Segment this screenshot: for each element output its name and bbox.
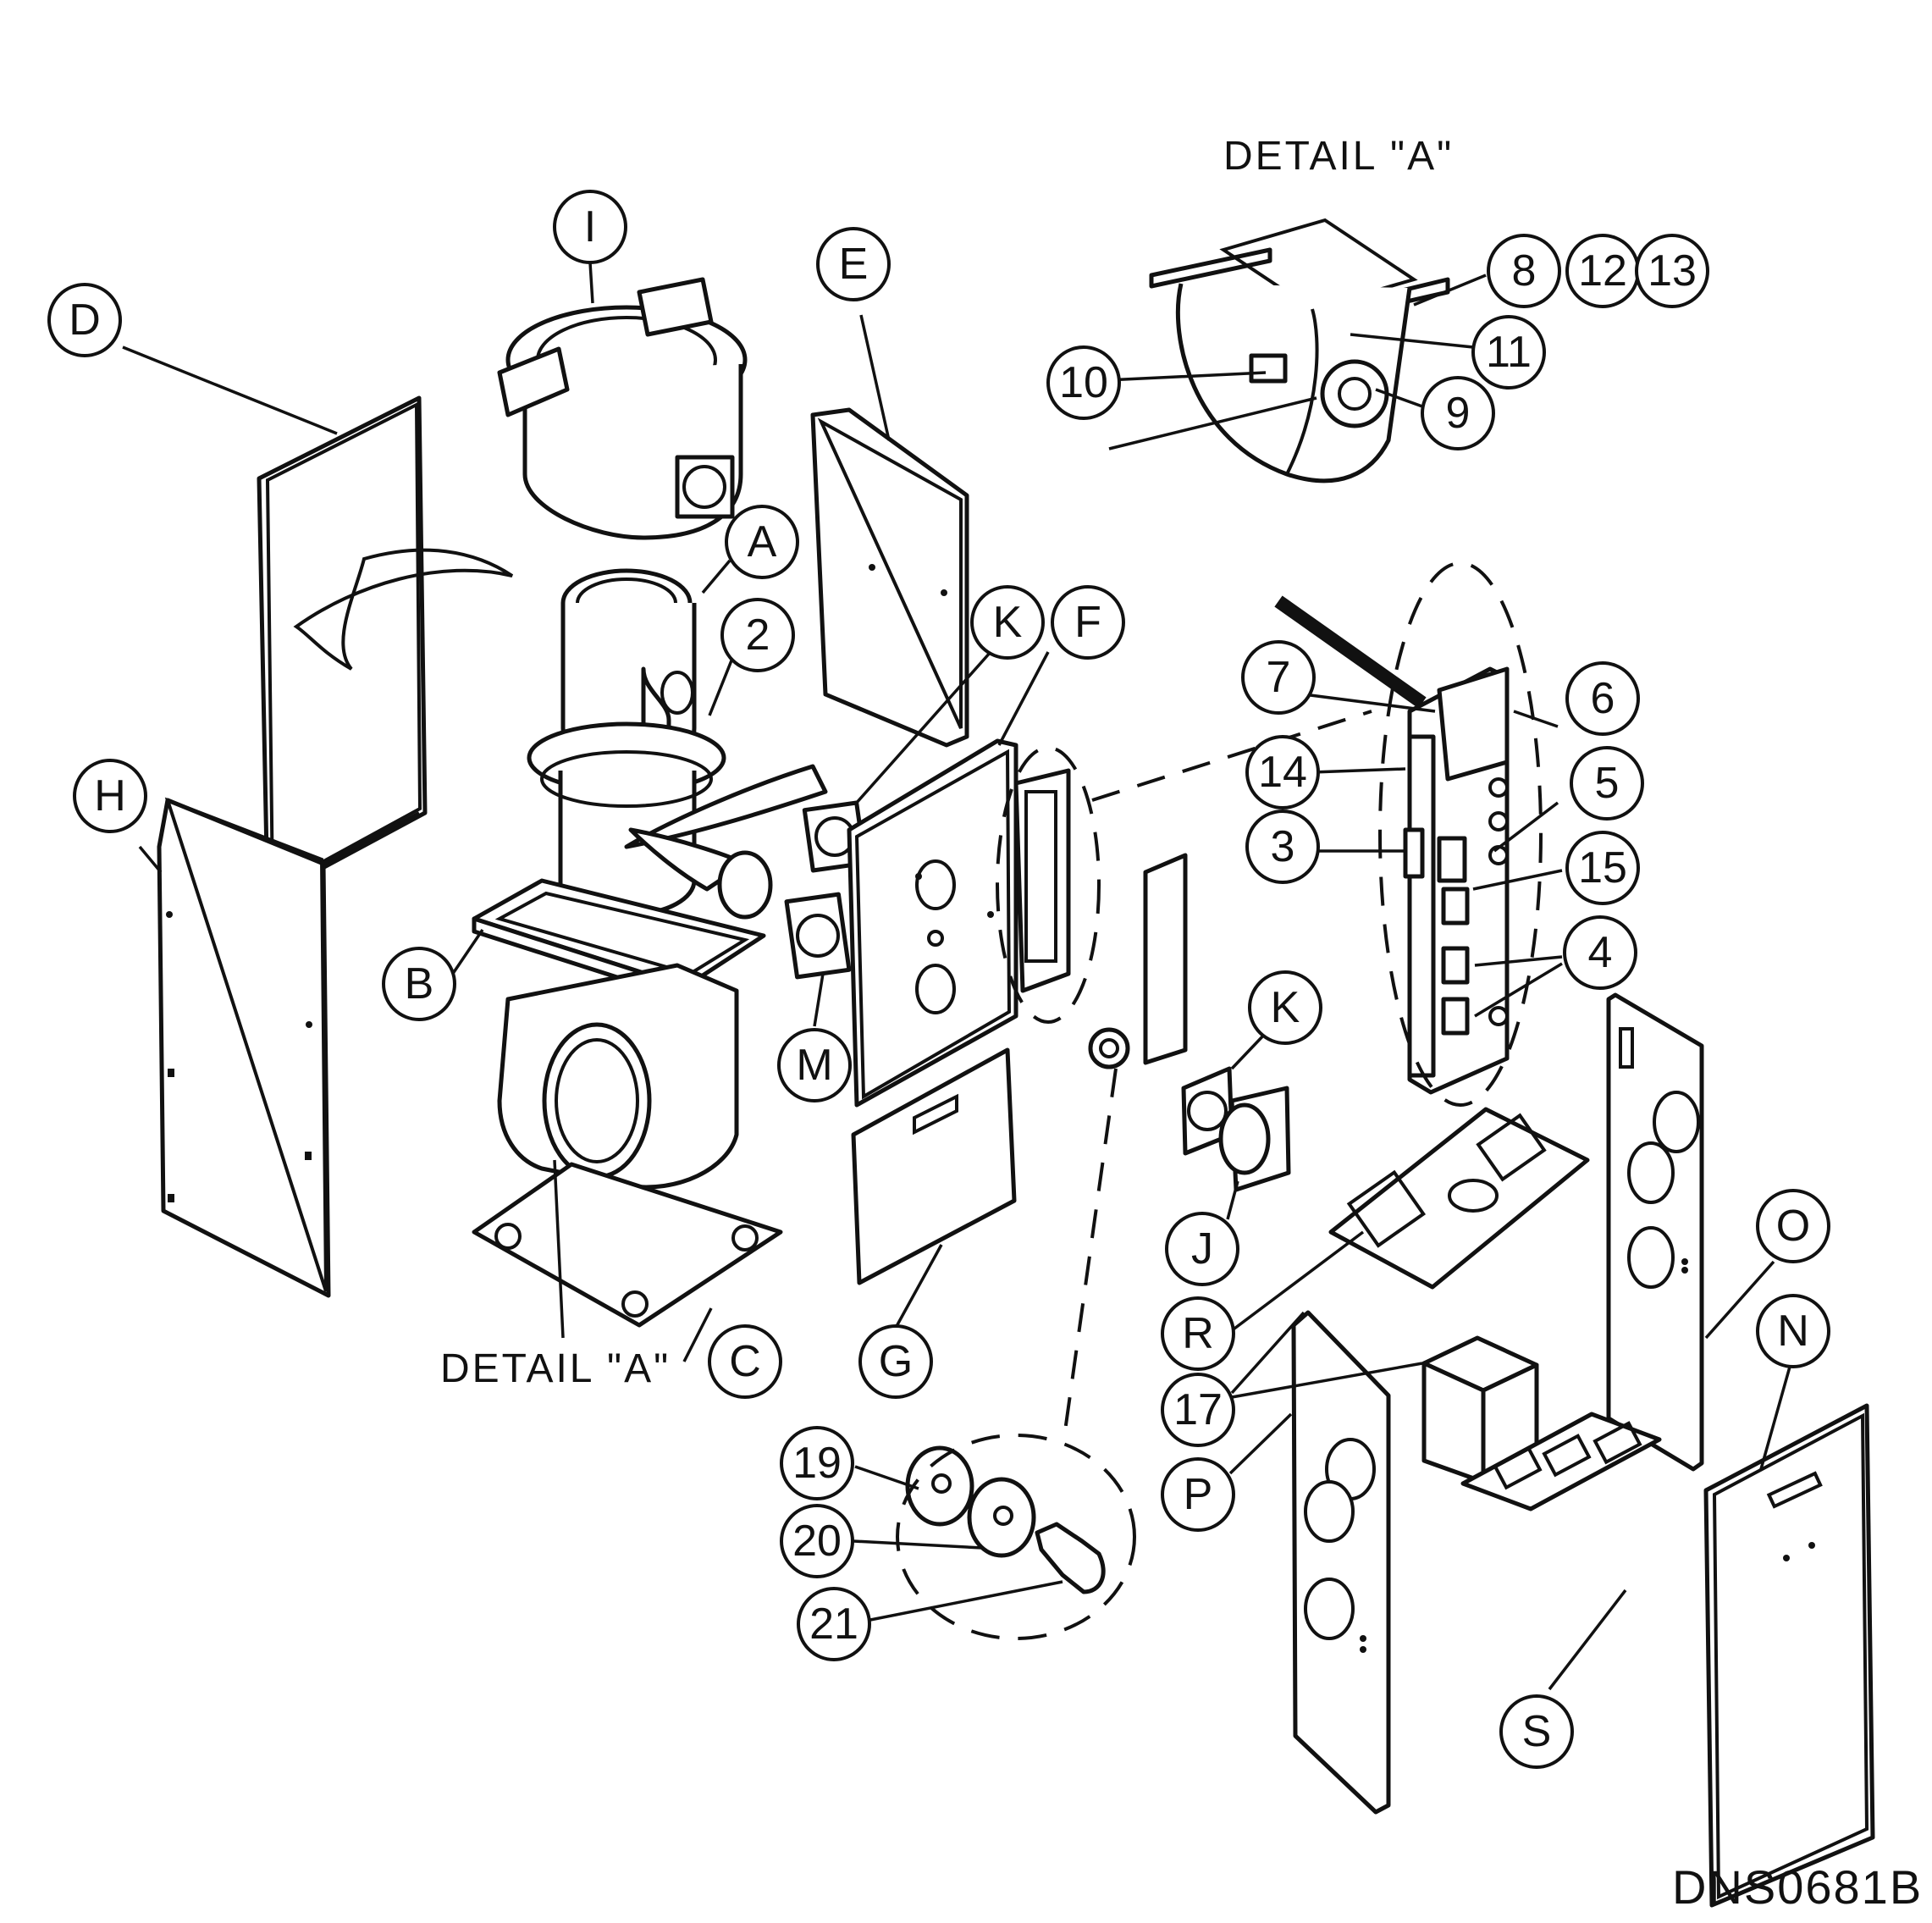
- callout-19: 19: [780, 1426, 854, 1500]
- callout-7: 7: [1241, 640, 1316, 715]
- part-j-flange: [1218, 1086, 1291, 1192]
- callout-17-label: 17: [1173, 1385, 1223, 1434]
- callout-17: 17: [1161, 1373, 1235, 1447]
- callout-j: J: [1165, 1212, 1239, 1286]
- callout-12-label: 12: [1578, 246, 1627, 296]
- control-assembly: [1274, 595, 1510, 1095]
- callout-9-label: 9: [1446, 389, 1471, 438]
- strip-panel: [1143, 853, 1188, 1065]
- callout-13: 13: [1635, 234, 1709, 308]
- panel-g: [851, 1047, 1017, 1285]
- part-c-base: [472, 1162, 783, 1328]
- callout-12: 12: [1565, 234, 1640, 308]
- callout-14: 14: [1245, 735, 1320, 810]
- callout-2: 2: [720, 598, 795, 672]
- detail-a-bottom-caption: DETAIL "A": [440, 1346, 671, 1391]
- callout-f: F: [1051, 585, 1125, 660]
- part-17-box: [1421, 1335, 1539, 1484]
- callout-6: 6: [1565, 661, 1640, 736]
- panel-h: [157, 797, 420, 1298]
- callout-o: O: [1756, 1189, 1830, 1263]
- callout-a: A: [725, 505, 799, 579]
- callout-c-label: C: [729, 1337, 761, 1386]
- callout-4: 4: [1563, 915, 1637, 990]
- callout-9: 9: [1421, 376, 1495, 450]
- callout-8-label: 8: [1512, 246, 1537, 296]
- part-s-grille: [1460, 1412, 1662, 1511]
- callout-d: D: [47, 283, 122, 357]
- callout-m: M: [777, 1028, 852, 1102]
- callout-21-label: 21: [809, 1600, 858, 1649]
- callout-8: 8: [1487, 234, 1561, 308]
- callout-3-label: 3: [1271, 822, 1295, 871]
- callout-21: 21: [797, 1587, 871, 1661]
- callout-10-label: 10: [1059, 358, 1108, 407]
- blower-housing: [497, 963, 739, 1190]
- callout-g: G: [858, 1324, 933, 1399]
- callout-13-label: 13: [1648, 246, 1697, 296]
- callout-k-top: K: [970, 585, 1045, 660]
- callout-b: B: [382, 947, 456, 1021]
- callout-2-label: 2: [746, 611, 770, 660]
- detail-a-top-caption: DETAIL "A": [1223, 134, 1454, 179]
- callout-d-label: D: [69, 296, 101, 345]
- callout-i: I: [553, 190, 627, 264]
- callout-p-label: P: [1184, 1470, 1213, 1519]
- callout-b-label: B: [405, 959, 434, 1008]
- part-i-collar: [497, 277, 748, 540]
- sight-glass: [1088, 1027, 1130, 1069]
- callout-s: S: [1499, 1694, 1574, 1769]
- callout-o-label: O: [1776, 1202, 1810, 1251]
- callout-3: 3: [1245, 810, 1320, 884]
- callout-20-label: 20: [792, 1517, 842, 1566]
- callout-15: 15: [1565, 831, 1640, 905]
- panel-e: [810, 407, 969, 748]
- callout-20: 20: [780, 1504, 854, 1578]
- callout-m-label: M: [796, 1041, 832, 1090]
- callout-r: R: [1161, 1296, 1235, 1371]
- callout-4-label: 4: [1588, 928, 1613, 977]
- callout-e-label: E: [839, 240, 869, 289]
- part-r-plate: [1328, 1107, 1590, 1290]
- callout-s-label: S: [1522, 1707, 1552, 1756]
- drawing-number: DNS0681B: [1672, 1860, 1923, 1914]
- panel-o: [1606, 992, 1704, 1472]
- panel-d: [257, 395, 514, 900]
- callout-7-label: 7: [1267, 653, 1291, 702]
- callout-a-label: A: [748, 517, 777, 566]
- callout-g-label: G: [879, 1337, 913, 1386]
- callout-h: H: [73, 759, 147, 833]
- panel-n: [1703, 1403, 1875, 1908]
- orifice-group: [905, 1445, 1106, 1594]
- callout-19-label: 19: [792, 1439, 842, 1488]
- panel-f-control: [1013, 768, 1071, 993]
- detail-a-blower: [1108, 218, 1450, 484]
- callout-11: 11: [1471, 315, 1546, 390]
- callout-k-mid: K: [1248, 970, 1322, 1045]
- callout-f-label: F: [1074, 598, 1101, 647]
- callout-15-label: 15: [1578, 843, 1627, 892]
- callout-n-label: N: [1777, 1307, 1809, 1356]
- panel-p: [1291, 1310, 1391, 1815]
- part-m-gasket: [784, 892, 852, 980]
- callout-14-label: 14: [1258, 748, 1307, 797]
- callout-5: 5: [1570, 746, 1644, 821]
- callout-r-label: R: [1182, 1309, 1214, 1358]
- callout-n: N: [1756, 1294, 1830, 1368]
- callout-5-label: 5: [1595, 759, 1620, 808]
- callout-11-label: 11: [1486, 328, 1532, 377]
- detail-outlines: [896, 561, 1543, 1640]
- callout-k-top-label: K: [993, 598, 1023, 647]
- callout-c: C: [708, 1324, 782, 1399]
- callout-j-label: J: [1191, 1224, 1213, 1274]
- callout-e: E: [816, 227, 891, 301]
- panel-f: [847, 738, 1018, 1108]
- callout-h-label: H: [94, 771, 126, 821]
- callout-k-mid-label: K: [1271, 983, 1300, 1032]
- callout-p: P: [1161, 1457, 1235, 1532]
- callout-i-label: I: [584, 202, 596, 251]
- callout-10: 10: [1046, 345, 1121, 420]
- callout-6-label: 6: [1591, 674, 1615, 723]
